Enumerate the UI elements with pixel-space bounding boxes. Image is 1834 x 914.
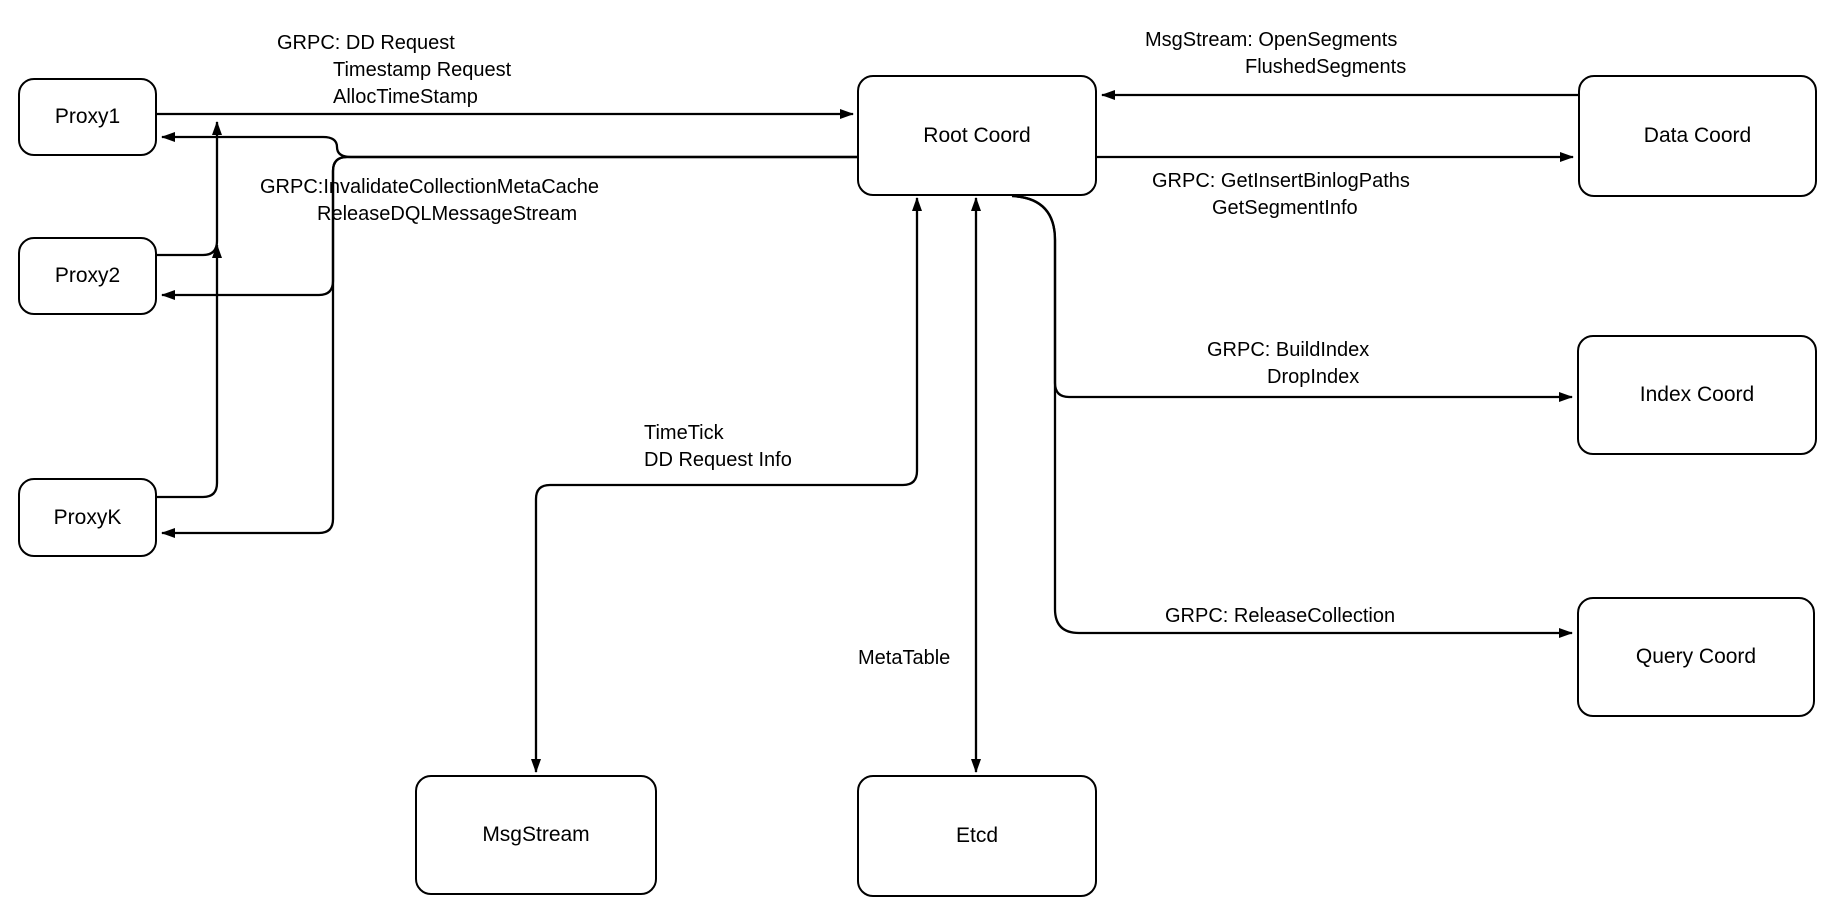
edge-proxy2-join-line xyxy=(157,121,222,257)
edge-label-root-to-msgstream-2: DD Request Info xyxy=(644,449,792,471)
edge-label-proxy-to-root-2: Timestamp Request xyxy=(333,59,512,81)
edge-label-proxy-to-root-3: AllocTimeStamp xyxy=(333,86,478,108)
node-etcd: Etcd xyxy=(857,775,1097,897)
edge-label-proxy-to-root-1: GRPC: DD Request xyxy=(277,32,455,54)
node-proxy2: Proxy2 xyxy=(18,237,157,315)
edge-label-root-to-index-2: DropIndex xyxy=(1267,366,1360,388)
edge-label-root-to-etcd-1: MetaTable xyxy=(858,647,951,669)
node-proxyk: ProxyK xyxy=(18,478,157,557)
node-query-coord: Query Coord xyxy=(1577,597,1815,717)
node-data-coord: Data Coord xyxy=(1578,75,1817,197)
node-label: MsgStream xyxy=(482,823,590,846)
edge-label-root-to-proxy-1: GRPC:InvalidateCollectionMetaCache xyxy=(260,176,600,198)
node-label: Query Coord xyxy=(1635,645,1757,668)
edge-label-root-to-proxy-2: ReleaseDQLMessageStream xyxy=(317,203,578,225)
node-root-coord: Root Coord xyxy=(857,75,1097,196)
node-label: Proxy1 xyxy=(54,105,121,128)
edge-label-root-to-index-1: GRPC: BuildIndex xyxy=(1207,339,1370,361)
node-label: Etcd xyxy=(955,824,999,847)
edge-label-root-to-data-2: GetSegmentInfo xyxy=(1212,197,1358,219)
edge-rootcoord-msgstream xyxy=(531,197,922,773)
edge-proxyk-join-line xyxy=(157,244,222,499)
node-msgstream: MsgStream xyxy=(415,775,657,895)
edge-rootcoord-to-proxyk xyxy=(161,155,857,538)
node-label: Root Coord xyxy=(923,123,1031,147)
edge-label-root-to-msgstream-1: TimeTick xyxy=(644,422,724,444)
edge-label-data-to-root-1: MsgStream: OpenSegments xyxy=(1145,29,1398,51)
node-proxy1: Proxy1 xyxy=(18,78,157,156)
edge-label-root-to-query-1: GRPC: ReleaseCollection xyxy=(1165,605,1396,627)
edge-rootcoord-to-querycoord xyxy=(1011,194,1573,638)
node-index-coord: Index Coord xyxy=(1577,335,1817,455)
edge-rootcoord-to-proxy1 xyxy=(161,132,857,159)
node-label: Data Coord xyxy=(1643,124,1752,147)
edge-label-root-to-data-1: GRPC: GetInsertBinlogPaths xyxy=(1152,170,1410,192)
node-label: Proxy2 xyxy=(54,264,121,287)
node-label: Index Coord xyxy=(1639,383,1755,406)
node-label: ProxyK xyxy=(53,505,122,529)
edge-label-data-to-root-2: FlushedSegments xyxy=(1245,56,1407,78)
